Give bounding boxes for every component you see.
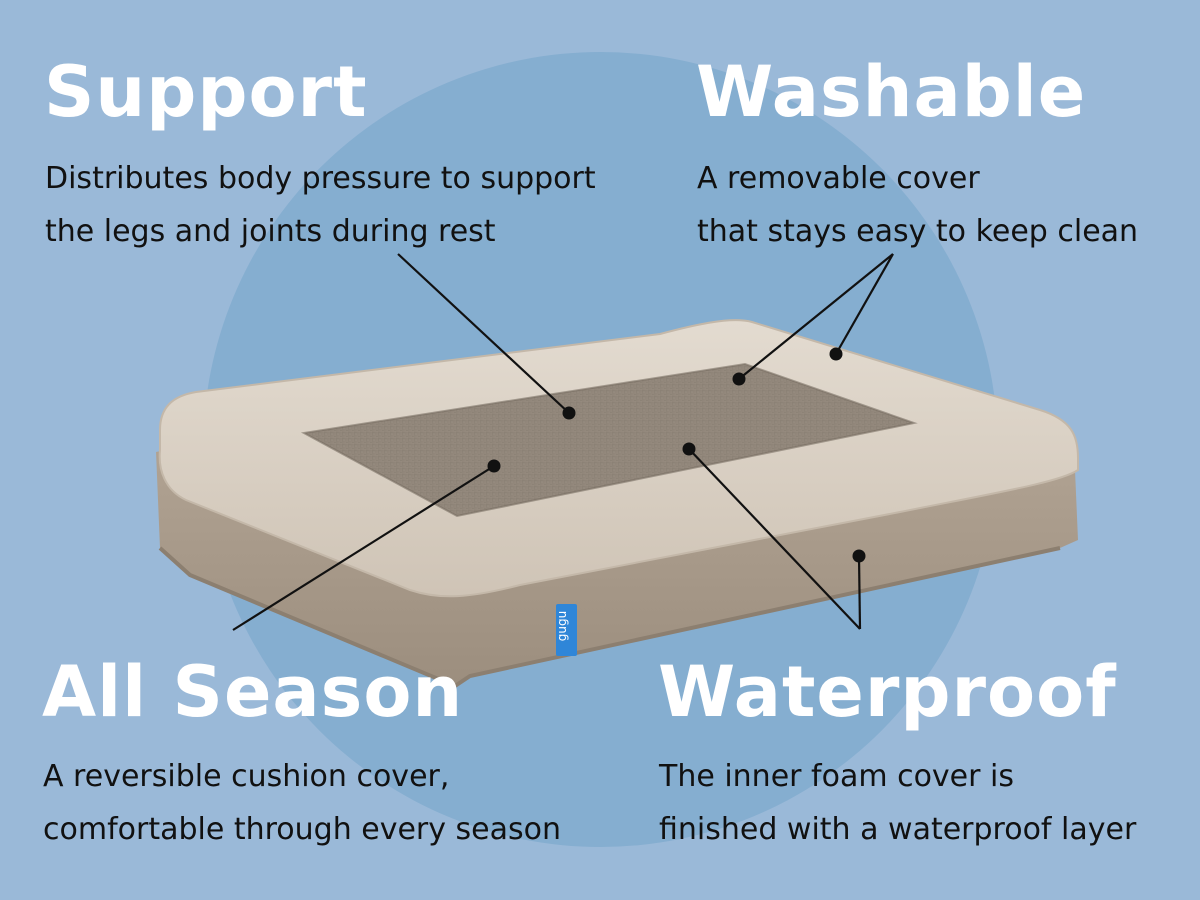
support-heading: Support (44, 51, 368, 133)
washable-callout-dot-2 (829, 347, 843, 361)
callout-dots (487, 347, 866, 563)
washable-heading: Washable (696, 51, 1087, 133)
washable-description: A removable cover that stays easy to kee… (697, 152, 1138, 258)
support-description-line-2: the legs and joints during rest (45, 214, 496, 249)
support-description: Distributes body pressure to support the… (45, 152, 596, 258)
bed-cushion (300, 362, 918, 518)
waterproof-description: The inner foam cover is finished with a … (659, 750, 1136, 856)
waterproof-description-line-2: finished with a waterproof layer (659, 812, 1137, 847)
washable-callout-line-1 (738, 253, 894, 380)
brand-tag-text: gugu (555, 611, 569, 641)
waterproof-callout-dot-2 (852, 549, 866, 563)
washable-description-line-2: that stays easy to keep clean (697, 214, 1139, 249)
waterproof-heading: Waterproof (658, 651, 1117, 733)
callout-lines (232, 253, 894, 631)
all-season-callout-dot (487, 459, 501, 473)
washable-callout-dot-1 (732, 372, 746, 386)
all-season-description: A reversible cushion cover, comfortable … (43, 750, 561, 856)
all-season-heading: All Season (42, 651, 464, 733)
waterproof-description-line-1: The inner foam cover is (659, 759, 1014, 794)
washable-callout-line-2 (835, 253, 894, 355)
waterproof-callout-line-1 (688, 448, 861, 630)
support-callout-dot (562, 406, 576, 420)
support-callout-line (397, 253, 570, 414)
all-season-description-line-2: comfortable through every season (43, 812, 562, 847)
brand-tag: gugu (555, 604, 577, 656)
waterproof-callout-line-2 (857, 555, 862, 630)
all-season-callout-line (232, 465, 495, 631)
support-description-line-1: Distributes body pressure to support (45, 161, 596, 196)
all-season-description-line-1: A reversible cushion cover, (43, 759, 450, 794)
washable-description-line-1: A removable cover (697, 161, 980, 196)
waterproof-callout-dot-1 (682, 442, 696, 456)
